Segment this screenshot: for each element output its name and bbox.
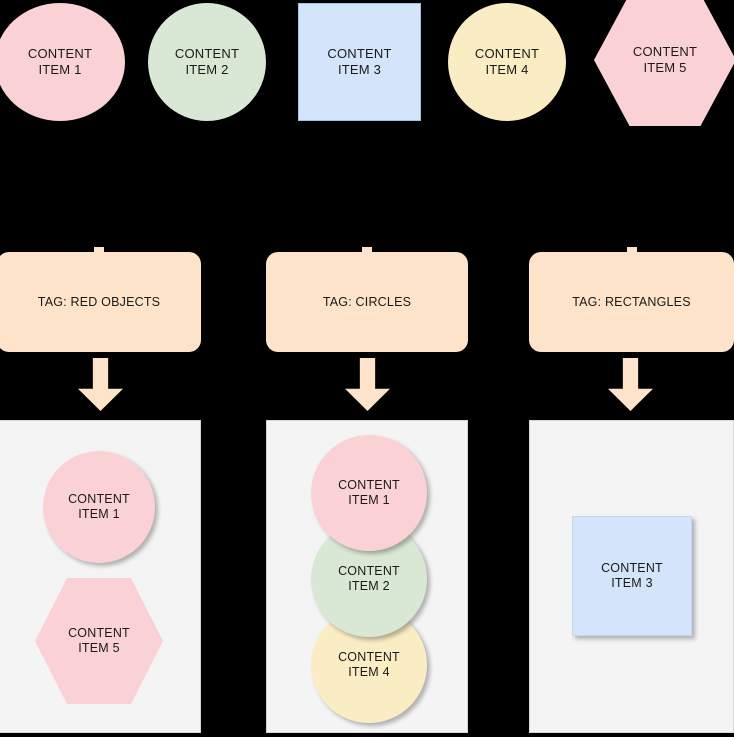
group-panel-red-objects: CONTENT ITEM 1 CONTENT ITEM 5 <box>0 420 201 733</box>
tag-connector-notch-2 <box>362 247 372 255</box>
top-shape-label-1: CONTENT ITEM 1 <box>27 46 93 77</box>
group-panel-circles: CONTENT ITEM 1 CONTENT ITEM 2 CONTENT IT… <box>266 420 468 733</box>
tag-connector-notch-3 <box>626 247 637 255</box>
top-shape-content-item-4[interactable]: CONTENT ITEM 4 <box>448 3 566 121</box>
arrow-down-to-rectangles <box>608 358 653 411</box>
tag-label-rectangles: TAG: RECTANGLES <box>572 295 691 309</box>
top-shape-content-item-2[interactable]: CONTENT ITEM 2 <box>148 3 266 121</box>
group-shape-circles-content-item-1[interactable]: CONTENT ITEM 1 <box>311 435 427 551</box>
top-shape-content-item-1[interactable]: CONTENT ITEM 1 <box>0 3 125 121</box>
tag-box-rectangles[interactable]: TAG: RECTANGLES <box>529 247 734 352</box>
group-shape-content-item-5[interactable]: CONTENT ITEM 5 <box>35 578 163 704</box>
group-shape-label-circles-1: CONTENT ITEM 1 <box>338 478 400 507</box>
group-shape-content-item-1[interactable]: CONTENT ITEM 1 <box>43 451 155 563</box>
tag-box-circles[interactable]: TAG: CIRCLES <box>266 247 468 352</box>
top-shape-label-2: CONTENT ITEM 2 <box>174 46 240 77</box>
top-shape-label-3: CONTENT ITEM 3 <box>327 46 392 77</box>
tag-box-red-objects[interactable]: TAG: RED OBJECTS <box>0 247 201 352</box>
tag-label-circles: TAG: CIRCLES <box>322 295 412 309</box>
arrow-down-to-red-objects <box>78 358 123 411</box>
group-shape-label-circles-2: CONTENT ITEM 2 <box>338 564 400 593</box>
top-shape-label-5: CONTENT ITEM 5 <box>632 44 698 75</box>
group-shape-label-circles-4: CONTENT ITEM 4 <box>338 650 400 679</box>
top-shape-content-item-5[interactable]: CONTENT ITEM 5 <box>594 0 734 126</box>
group-shape-label-item-1: CONTENT ITEM 1 <box>68 492 130 521</box>
group-panel-rectangles: CONTENT ITEM 3 <box>529 420 734 733</box>
group-shape-label-item-3: CONTENT ITEM 3 <box>601 561 663 590</box>
top-shape-label-4: CONTENT ITEM 4 <box>474 46 540 77</box>
group-shape-label-item-5: CONTENT ITEM 5 <box>68 626 130 655</box>
tag-label-red-objects: TAG: RED OBJECTS <box>37 295 161 309</box>
arrow-down-to-circles <box>345 358 390 411</box>
top-shape-content-item-3[interactable]: CONTENT ITEM 3 <box>298 3 421 121</box>
group-shape-content-item-3[interactable]: CONTENT ITEM 3 <box>572 516 692 636</box>
tag-connector-notch-1 <box>94 247 104 255</box>
